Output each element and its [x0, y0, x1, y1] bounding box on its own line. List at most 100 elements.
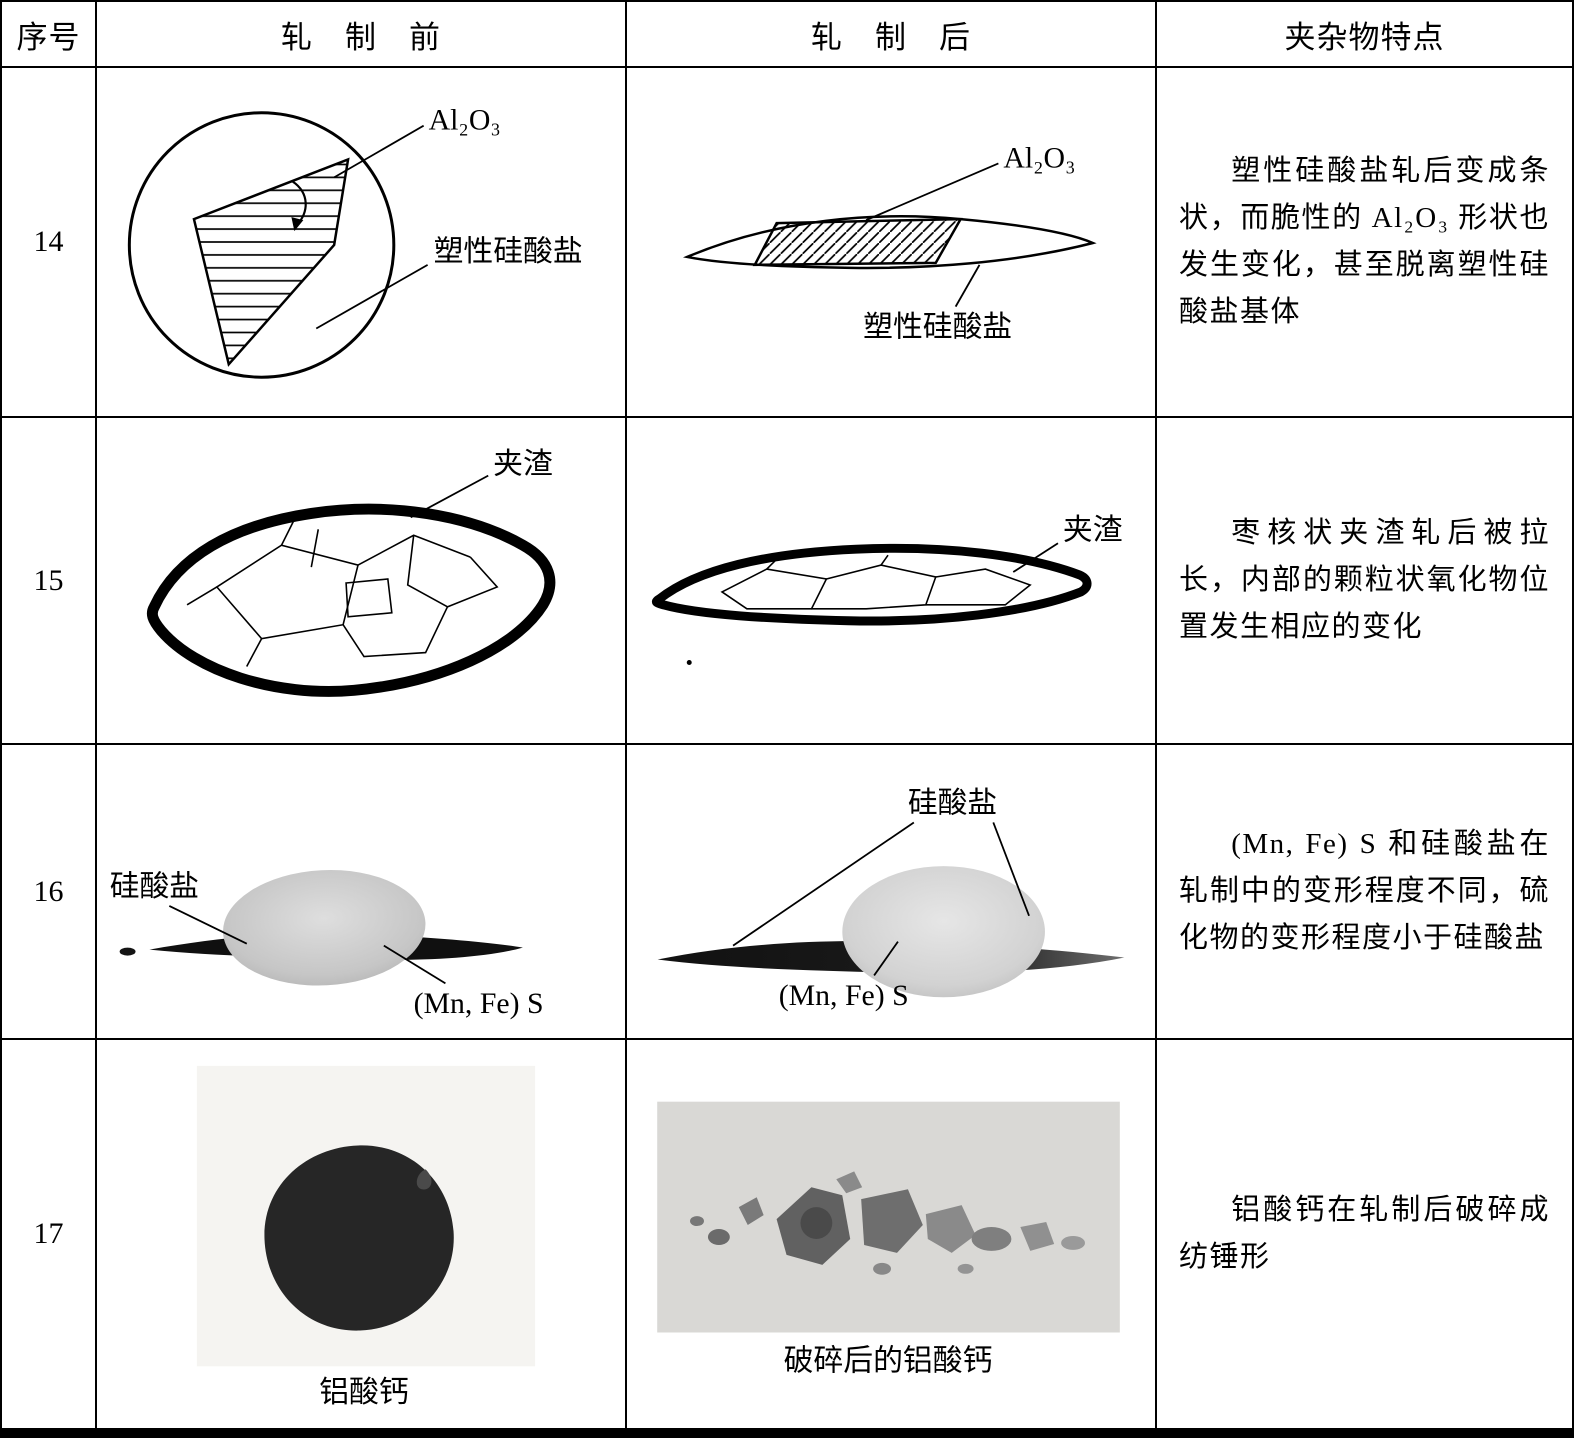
silicate-matrix-circle — [127, 111, 396, 379]
row16-feature-cell: (Mn, Fe) S 和硅酸盐在轧制中的变形程度不同，硫化物的变形程度小于硅酸盐 — [1157, 745, 1572, 1040]
fragment — [861, 1189, 923, 1253]
fragment — [738, 1197, 764, 1226]
slag-label: 夹渣 — [1063, 513, 1123, 546]
row15-after-figure: 夹渣 — [651, 513, 1123, 665]
fragment — [690, 1216, 704, 1227]
al2o3-label: Al₂O₃ — [429, 104, 501, 137]
silicate-label: 塑性硅酸盐 — [863, 310, 1012, 343]
header-cell-no: 序号 — [2, 2, 97, 68]
row16-after-figure-cell: 硅酸盐 (Mn, Fe) S — [627, 745, 1157, 1040]
fragment — [873, 1262, 891, 1275]
mnfes-sulfide-blob — [223, 869, 426, 986]
leader-line-slag — [410, 474, 489, 519]
mnfes-label: (Mn, Fe) S — [414, 987, 544, 1020]
crack-lines — [310, 529, 320, 568]
speck — [686, 660, 692, 665]
al2o3-inclusion-shape — [192, 157, 350, 367]
header-cell-before: 轧 制 前 — [97, 2, 627, 68]
silicate-label: 硅酸盐 — [908, 787, 997, 820]
crack-lines — [186, 586, 218, 606]
header-label-no: 序号 — [16, 19, 81, 55]
row14-before-figure: Al₂O₃ 塑性硅酸盐 — [127, 104, 583, 379]
row17-after-figure: 破碎后的铝酸钙 — [657, 1101, 1120, 1377]
fragment — [957, 1263, 974, 1274]
row15-feature-cell: 枣核状夹渣轧后被拉长，内部的颗粒状氧化物位置发生相应的变化 — [1157, 418, 1572, 745]
mnfes-label: (Mn, Fe) S — [779, 979, 909, 1012]
figure-caption: 铝酸钙 — [319, 1376, 408, 1409]
row15-after-figure-cell: 夹渣 — [627, 418, 1157, 745]
crack-lines — [811, 564, 937, 610]
row15-before-figure: 夹渣 — [146, 448, 556, 697]
leader-line-al2o3 — [865, 162, 999, 221]
leader-line-silicate — [168, 905, 248, 945]
row17-feature-cell: 铝酸钙在轧制后破碎成纺锤形 — [1157, 1040, 1572, 1428]
header-label-feature: 夹杂物特点 — [1284, 19, 1445, 55]
row15-before-figure-cell: 夹渣 — [97, 418, 627, 745]
leader-line-mnfes — [873, 941, 899, 976]
curved-arrow-head — [291, 217, 304, 232]
crack-lines — [215, 544, 359, 640]
crack-lines — [880, 554, 889, 566]
leader-line-silicate — [315, 264, 429, 330]
fragment — [1020, 1222, 1055, 1251]
row15-description: 枣核状夹渣轧后被拉长，内部的颗粒状氧化物位置发生相应的变化 — [1179, 517, 1550, 643]
row14-number-cell: 14 — [2, 68, 97, 418]
fragment-dark-core — [800, 1207, 833, 1239]
row16-before-figure: 硅酸盐 (Mn, Fe) S — [110, 869, 544, 1020]
leader-line-silicate-right — [992, 822, 1030, 917]
row16-after-figure: 硅酸盐 (Mn, Fe) S — [657, 787, 1125, 1012]
row16-number: 16 — [33, 874, 64, 908]
header-cell-feature: 夹杂物特点 — [1157, 2, 1572, 68]
row16-description: (Mn, Fe) S 和硅酸盐在轧制中的变形程度不同，硫化物的变形程度小于硅酸盐 — [1179, 828, 1550, 954]
header-cell-after: 轧 制 后 — [627, 2, 1157, 68]
row14-description: 塑性硅酸盐轧后变成条状，而脆性的 Al₂O₃ 形状也发生变化，甚至脱离塑性硅酸盐… — [1179, 155, 1550, 328]
row14-after-figure: Al₂O₃ 塑性硅酸盐 — [682, 141, 1097, 343]
al2o3-label: Al₂O₃ — [1003, 141, 1075, 174]
row17-after-figure-cell: 破碎后的铝酸钙 — [627, 1040, 1157, 1428]
al2o3-inclusion-shape — [752, 217, 963, 267]
row16-before-figure-cell: 硅酸盐 (Mn, Fe) S — [97, 745, 627, 1040]
crack-lines — [406, 535, 448, 608]
crack-lines — [342, 606, 449, 658]
row15-number: 15 — [33, 563, 64, 597]
row15-number-cell: 15 — [2, 418, 97, 745]
crack-lines — [766, 558, 778, 570]
leader-line-silicate-left — [732, 821, 915, 947]
row14-after-figure-cell: Al₂O₃ 塑性硅酸盐 — [627, 68, 1157, 418]
row17-before-figure: 铝酸钙 — [196, 1065, 536, 1409]
crack-lines — [720, 568, 828, 610]
sulfide-speck — [119, 947, 136, 956]
row17-before-figure-cell: 铝酸钙 — [97, 1040, 627, 1428]
header-label-after: 轧 制 后 — [811, 19, 971, 55]
elongated-slag-blob-outline — [651, 543, 1092, 626]
calcium-aluminate-blob — [264, 1145, 454, 1331]
row14-feature-cell: 塑性硅酸盐轧后变成条状，而脆性的 Al₂O₃ 形状也发生变化，甚至脱离塑性硅酸盐… — [1157, 68, 1572, 418]
crack-lines — [357, 534, 471, 566]
crack-lines — [925, 568, 1032, 606]
leader-line-slag — [1012, 542, 1059, 573]
row17-number: 17 — [33, 1217, 64, 1250]
header-label-before: 轧 制 前 — [281, 19, 441, 55]
leader-line-al2o3 — [333, 124, 425, 179]
leader-line-mnfes — [383, 944, 446, 985]
fragment — [925, 1205, 976, 1253]
row17-description: 铝酸钙在轧制后破碎成纺锤形 — [1179, 1194, 1550, 1273]
row14-before-figure-cell: Al₂O₃ 塑性硅酸盐 — [97, 68, 627, 418]
crack-lines — [447, 556, 499, 608]
fragment — [1061, 1235, 1085, 1250]
fragment — [707, 1229, 730, 1245]
fragment — [836, 1171, 863, 1194]
silicate-label: 塑性硅酸盐 — [434, 235, 583, 268]
fragment — [971, 1227, 1012, 1251]
crack-lines — [345, 578, 393, 618]
row17-number-cell: 17 — [2, 1040, 97, 1428]
row16-number-cell: 16 — [2, 745, 97, 1040]
silicate-label: 硅酸盐 — [110, 870, 199, 903]
slag-label: 夹渣 — [493, 448, 553, 481]
slag-blob-outline — [146, 503, 556, 697]
crack-lines — [280, 519, 296, 546]
figure-caption: 破碎后的铝酸钙 — [784, 1344, 993, 1377]
blob-highlight — [416, 1169, 432, 1190]
row14-number: 14 — [33, 225, 64, 258]
